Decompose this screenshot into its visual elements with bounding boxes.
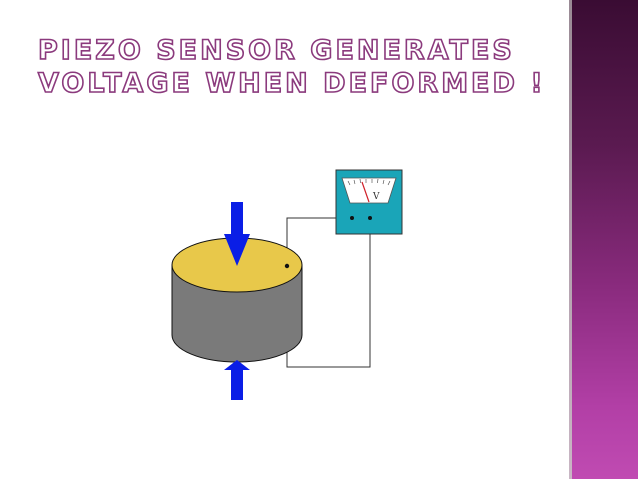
disc-side [171, 264, 303, 363]
arrow-down-icon [224, 202, 250, 266]
slide-title: PIEZO SENSOR GENERATES VOLTAGE WHEN DEFO… [37, 34, 558, 100]
meter-terminal-right [368, 216, 372, 220]
arrow-up-icon [224, 360, 250, 400]
title-line-1: PIEZO SENSOR GENERATES [37, 34, 515, 67]
voltmeter: V [335, 169, 403, 235]
wire-bottom-electrode [286, 218, 371, 368]
top-terminal [284, 263, 290, 269]
piezo-disc [171, 237, 303, 363]
title-line-2: VOLTAGE WHEN DEFORMED ! [37, 67, 546, 100]
meter-needle [361, 181, 370, 203]
meter-terminal-left [350, 216, 354, 220]
dial-ticks [347, 178, 391, 186]
decorative-side-bar [569, 0, 638, 479]
meter-label: V [372, 192, 380, 202]
meter-dial [341, 177, 397, 204]
